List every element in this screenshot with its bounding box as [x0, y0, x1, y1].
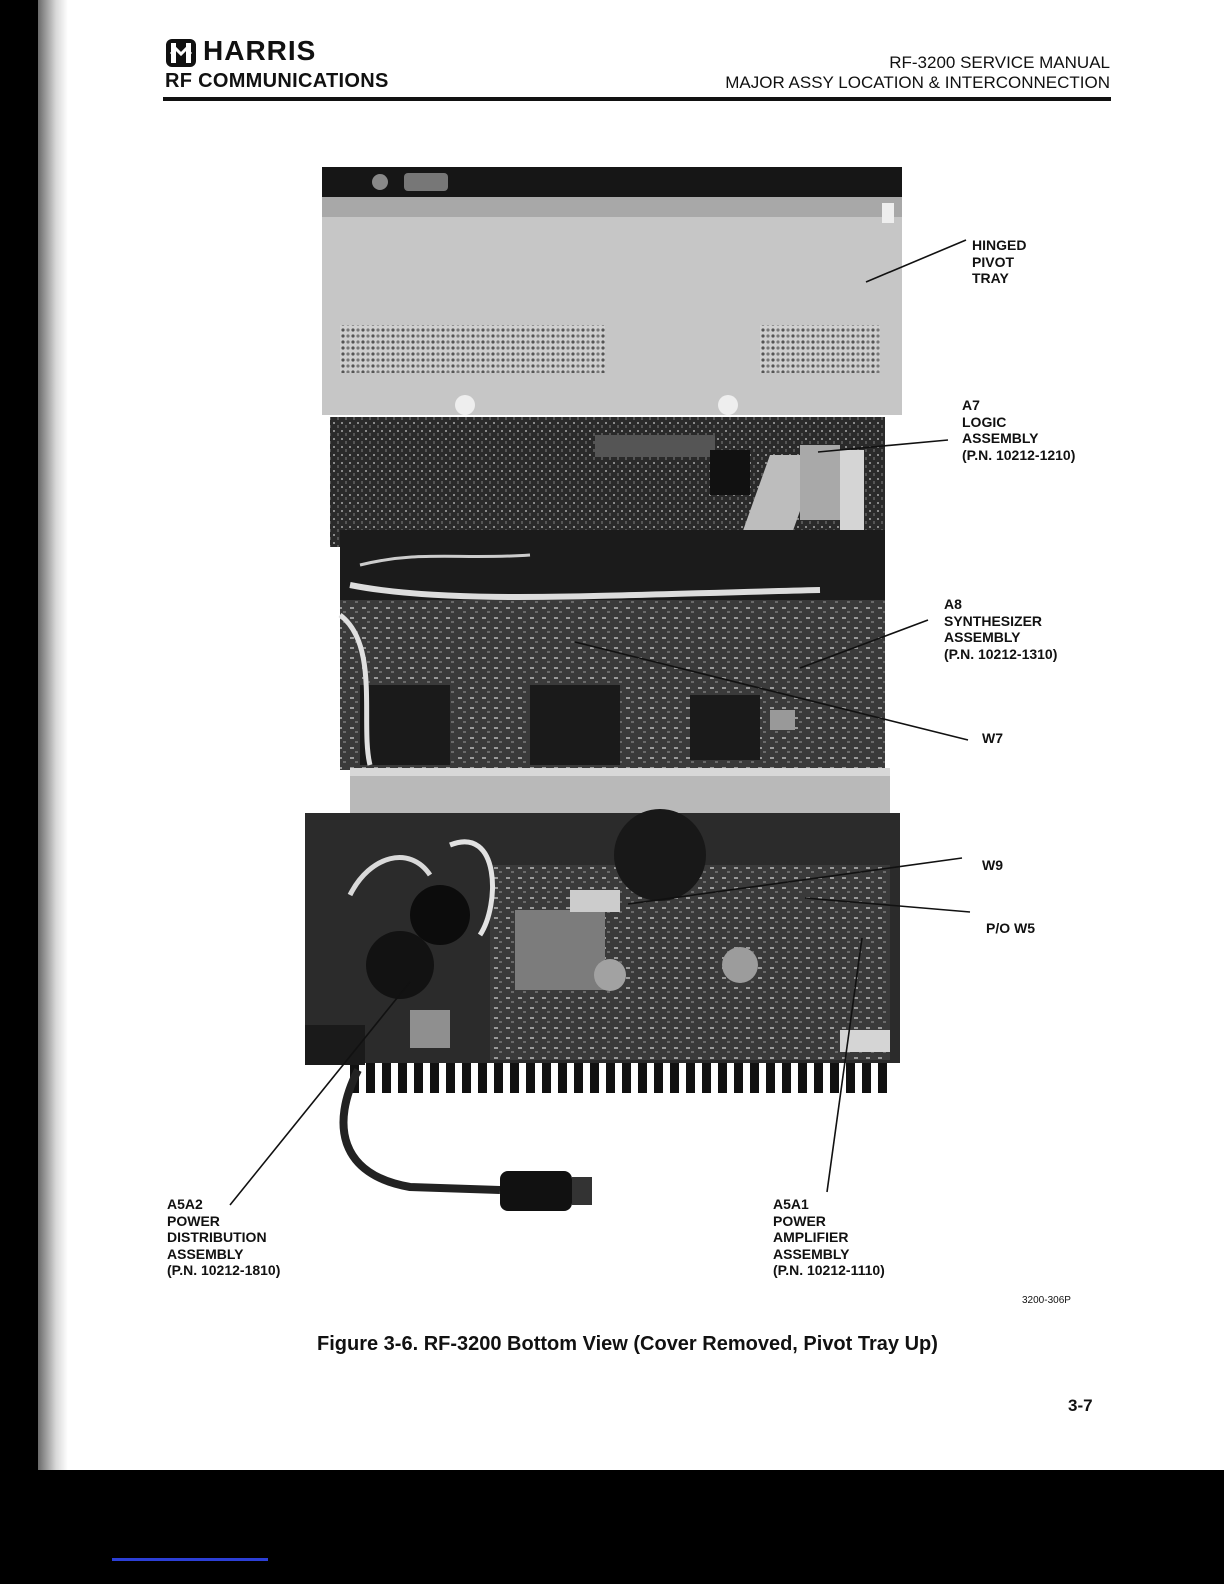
manual-title: RF-3200 SERVICE MANUAL — [889, 53, 1110, 72]
radio-photo — [305, 167, 902, 1211]
header-rule — [163, 97, 1111, 101]
callout-a5a1-power-amplifier: A5A1 POWER AMPLIFIER ASSEMBLY (P.N. 1021… — [773, 1196, 885, 1278]
page-number: 3-7 — [1068, 1396, 1093, 1415]
callout-a8-synthesizer-assembly: A8 SYNTHESIZER ASSEMBLY (P.N. 10212-1310… — [944, 596, 1058, 662]
figure-caption: Figure 3-6. RF-3200 Bottom View (Cover R… — [317, 1333, 938, 1355]
callout-hinged-pivot-tray: HINGED PIVOT TRAY — [972, 237, 1027, 286]
callout-p-o-w5: P/O W5 — [986, 920, 1036, 936]
brand-name: HARRIS — [203, 35, 317, 66]
callout-a7-logic-assembly: A7 LOGIC ASSEMBLY (P.N. 10212-1210) — [962, 397, 1076, 463]
scan-bottom-band — [0, 1470, 1224, 1584]
callout-a5a2-power-distribution: A5A2 POWER DISTRIBUTION ASSEMBLY (P.N. 1… — [167, 1196, 281, 1278]
scan-edge-shadow — [38, 0, 68, 1470]
figure-id: 3200-306P — [1022, 1295, 1071, 1306]
callout-w9: W9 — [982, 857, 1003, 873]
harris-logo-icon — [166, 39, 196, 67]
section-title: MAJOR ASSY LOCATION & INTERCONNECTION — [725, 73, 1110, 92]
division-name: RF COMMUNICATIONS — [165, 70, 389, 92]
scan-edge-left — [0, 0, 38, 1584]
scan-artifact-strip — [112, 1558, 268, 1561]
callout-w7: W7 — [982, 730, 1003, 746]
